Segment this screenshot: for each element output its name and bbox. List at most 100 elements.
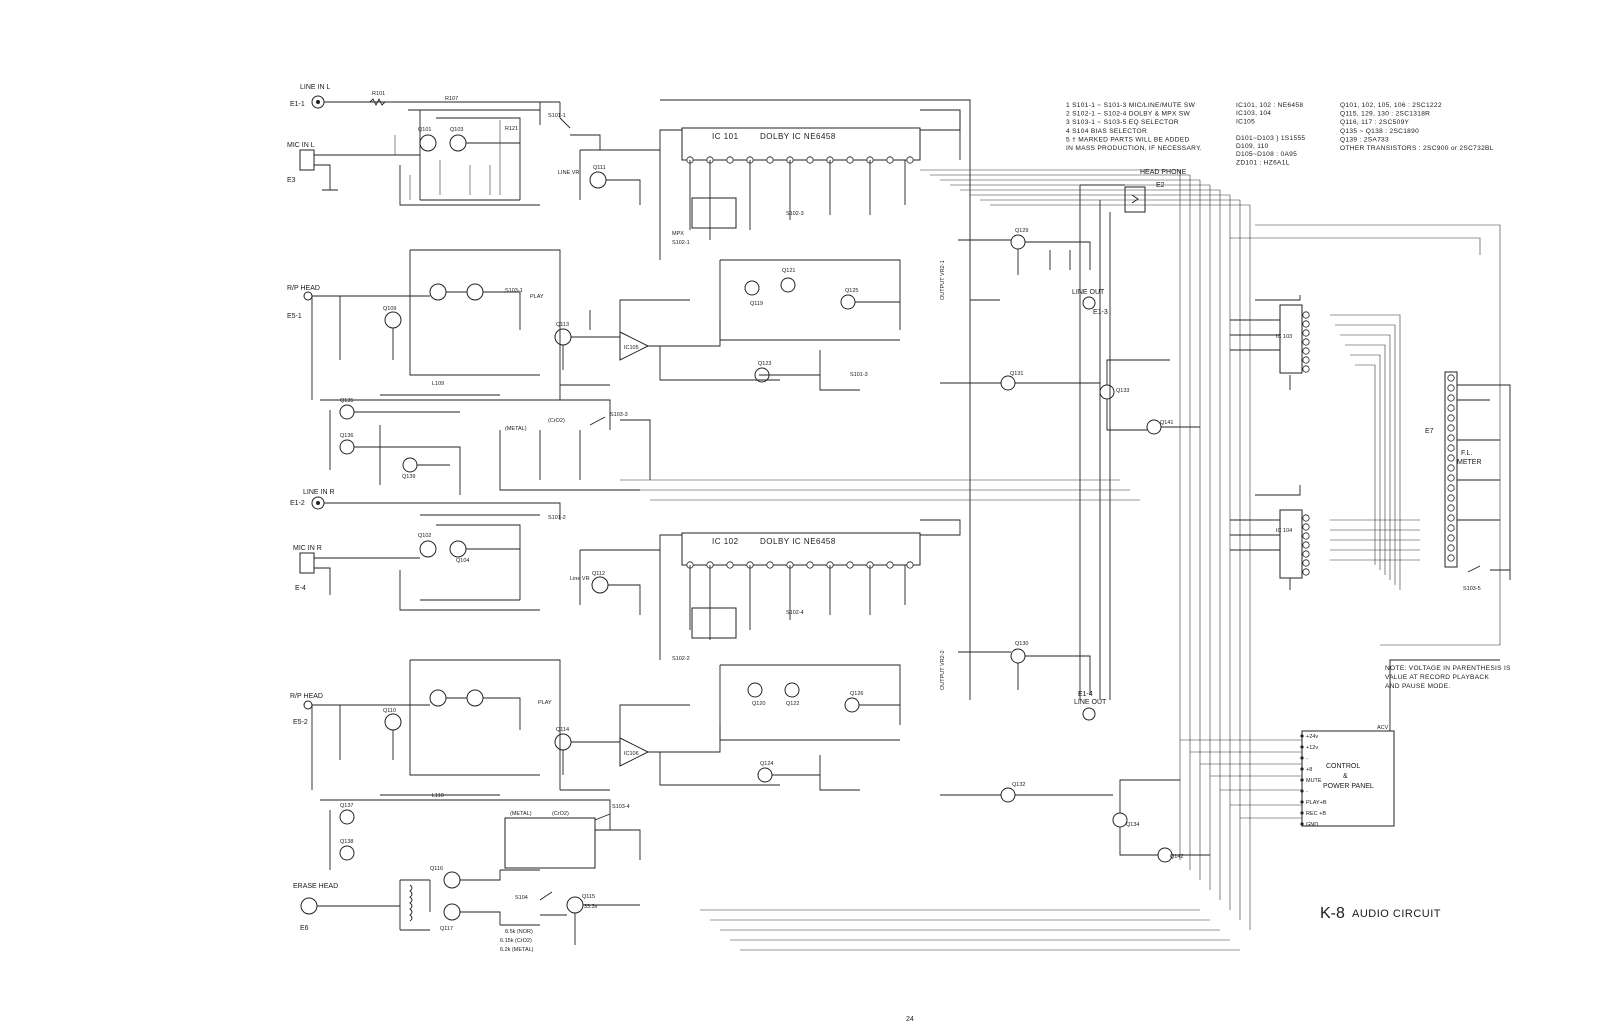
q138-label: Q138 [340, 839, 353, 845]
q133-label: Q133 [1116, 388, 1129, 394]
ic-pin [1302, 311, 1310, 319]
legend-line: Q115, 129, 130 : 2SC1318R [1340, 111, 1430, 118]
q114-label: Q114 [556, 727, 569, 733]
headphone-jack [1124, 186, 1146, 213]
line-in-l-label: LINE IN L [300, 84, 330, 91]
q125-label: Q125 [845, 288, 858, 294]
q134-label: Q134 [1126, 822, 1139, 828]
ic-pin [1447, 384, 1455, 392]
control-power-panel: CONTROL & POWER PANEL ACV +24v+12v-+8MUT… [1180, 659, 1500, 828]
ic-pin [726, 561, 734, 569]
ic101-label: IC 101 [712, 132, 739, 141]
bias-norm-label: 8.5k (NOR) [505, 929, 533, 935]
ic-pin [766, 561, 774, 569]
r107-label: R107 [445, 96, 458, 102]
q117-symbol [443, 903, 461, 921]
q142-label: Q142 [1170, 854, 1183, 860]
e4-label: E-4 [295, 585, 306, 592]
ic102-dolby: IC 102 DOLBY IC NE6458 S102-2 S102-4 [659, 519, 961, 662]
q116-symbol [443, 871, 461, 889]
s103-1-label: S103-1 [505, 288, 523, 294]
ic-pin [1302, 329, 1310, 337]
control-pin-label: GND [1306, 822, 1318, 828]
ic104-pin-column [1302, 514, 1310, 576]
title-subtitle: AUDIO CIRCUIT [1352, 908, 1441, 920]
q121-label: Q121 [782, 268, 795, 274]
play-label-1: PLAY [530, 294, 544, 300]
q136-label: Q136 [340, 433, 353, 439]
q130-label: Q130 [1015, 641, 1028, 647]
q137-label: Q137 [340, 803, 353, 809]
control-pin-label: +8 [1306, 767, 1312, 773]
control-pin-label: - [1306, 789, 1308, 795]
q111-label: Q111 [593, 165, 606, 171]
ic103-block [1279, 304, 1303, 374]
mic-in-l-jack [299, 149, 315, 171]
q105-symbol [429, 283, 447, 301]
q134-symbol [1112, 812, 1128, 828]
q117-label: Q117 [440, 926, 453, 932]
metal-label-2: (METAL) [510, 811, 532, 817]
e3-label: E3 [287, 177, 296, 184]
ic-pin [1447, 544, 1455, 552]
legend-line: OTHER TRANSISTORS : 2SC900 or 2SC732BL [1340, 145, 1494, 152]
mpx-filter-block-2 [691, 607, 737, 639]
ic105-opamp [619, 331, 650, 361]
ic-pin [1447, 494, 1455, 502]
q109-symbol [384, 311, 402, 329]
line-out-2-label: LINE OUT [1074, 699, 1107, 706]
q129-label: Q129 [1015, 228, 1028, 234]
q113-symbol [554, 328, 572, 346]
q141-symbol [1146, 419, 1162, 435]
ic-pin [1447, 514, 1455, 522]
ic-pin [1447, 444, 1455, 452]
output-vr2-1-label: OUTPUT VR2-1 [940, 260, 946, 300]
bias-metal-label: 6.2k (METAL) [500, 947, 534, 953]
metal-label-1: (METAL) [505, 426, 527, 432]
q119-symbol [744, 280, 760, 296]
mpx-filter-block [691, 197, 737, 229]
component-legend: 1 S101-1 ~ S101-3 MIC/LINE/MUTE SW2 S102… [1066, 102, 1494, 166]
q106-symbol [429, 689, 447, 707]
ic-pin [1302, 347, 1310, 355]
q104-label: Q104 [456, 558, 469, 564]
ic-pin [1447, 374, 1455, 382]
ic-pin [1302, 514, 1310, 522]
s102-4-label: S102-4 [786, 610, 804, 616]
q102-symbol [419, 540, 437, 558]
erase-head-jack [300, 897, 318, 915]
control-pin-dot [1300, 734, 1304, 738]
ic-pin [1447, 524, 1455, 532]
ic-pin [886, 156, 894, 164]
ic-pin [1447, 504, 1455, 512]
v33-label: 33.3v [584, 904, 598, 910]
e7-pin-column [1447, 374, 1455, 562]
control-pin-label: PLAY+B [1306, 800, 1327, 806]
ic-pin [1302, 559, 1310, 567]
rp-head-1-jack [303, 291, 313, 301]
legend-line: 4 S104 BIAS SELECTOR [1066, 128, 1147, 135]
legend-line: Q135 ~ Q138 : 2SC1890 [1340, 128, 1419, 135]
ic-pin [906, 156, 914, 164]
crom-label-1: (CrO2) [548, 418, 565, 424]
q126-symbol [844, 697, 860, 713]
q107-symbol [466, 283, 484, 301]
q131-symbol [1000, 375, 1016, 391]
note-line: NOTE: VOLTAGE IN PARENTHESIS IS [1385, 665, 1511, 672]
ic-pin [1302, 356, 1310, 364]
q119-label: Q119 [750, 301, 763, 307]
q115-symbol [566, 896, 584, 914]
q121-symbol [780, 277, 796, 293]
crom-label-2: (CrO2) [552, 811, 569, 817]
q115-label: Q115 [582, 894, 595, 900]
ic106-opamp [619, 737, 650, 767]
ic106-label: IC106 [624, 751, 639, 757]
q122-label: Q122 [786, 701, 799, 707]
left-channel-input-section: LINE IN L E1-1 R101 MIC IN L E3 Q101 Q10… [287, 84, 660, 206]
ic-pin [1447, 474, 1455, 482]
q120-label: Q120 [752, 701, 765, 707]
s101-3-label: S101-3 [850, 372, 868, 378]
q124-symbol [757, 767, 773, 783]
q120-symbol [747, 682, 763, 698]
